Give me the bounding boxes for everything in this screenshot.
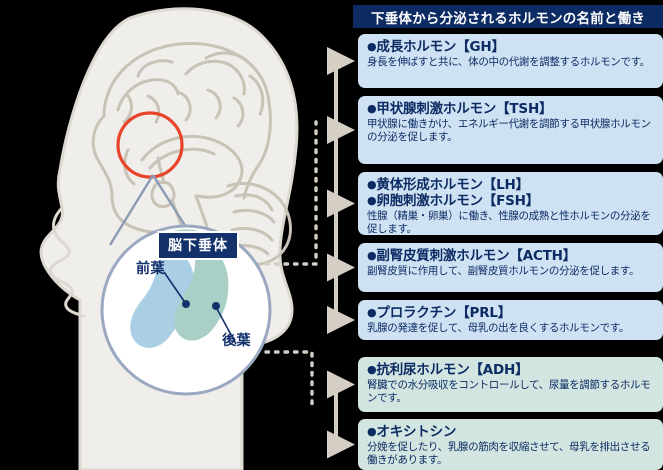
anterior-lobe-label: 前葉 [136,261,165,277]
bullet-icon: ● [367,306,377,319]
card-lh-fsh-title: ●黄体形成ホルモン【LH】 [367,177,529,193]
card-prolactin-description: 乳腺の発達を促して、母乳の出を良くするホルモンです。 [367,322,630,334]
panel-header: 下垂体から分泌されるホルモンの名前と働き [353,5,663,28]
bullet-icon: ● [367,425,377,438]
card-growth-hormone-title: ●成長ホルモン【GH】 [367,39,505,55]
card-prolactin-title: ●プロラクチン【PRL】 [367,305,512,321]
card-lh-fsh[interactable]: ●黄体形成ホルモン【LH】●卵胞刺激ホルモン【FSH】性腺（精巣・卵巣）に働き、… [358,172,663,235]
bullet-icon: ● [367,178,377,191]
pituitary-illustration: 脳下垂体 前葉 後葉 [39,7,299,470]
card-growth-hormone[interactable]: ●成長ホルモン【GH】身長を伸ばすと共に、体の中の代謝を調整するホルモンです。 [358,34,663,88]
card-tsh-title: ●甲状腺刺激ホルモン【TSH】 [367,101,553,117]
bullet-icon: ● [367,249,377,262]
card-oxytocin-description: 分娩を促したり、乳腺の筋肉を収縮させて、母乳を排出させる働きがあります。 [367,441,651,466]
card-acth-title: ●副腎皮質刺激ホルモン【ACTH】 [367,248,577,264]
posterior-lobe-shape [174,245,229,341]
bullet-icon: ● [367,40,377,53]
card-oxytocin-title: ●オキシトシン [367,424,457,440]
card-adh-description: 腎臓での水分吸収をコントロールして、尿量を調節するホルモンです。 [367,379,651,404]
bullet-icon: ● [367,363,377,376]
card-adh-title: ●抗利尿ホルモン【ADH】 [367,362,529,378]
bullet-icon: ● [367,102,377,115]
hormone-panel: 下垂体から分泌されるホルモンの名前と働き ●成長ホルモン【GH】身長を伸ばすと共… [345,0,663,470]
card-acth-description: 副腎皮質に作用して、副腎皮質ホルモンの分泌を促します。 [367,265,640,277]
magnifier-title-badge: 脳下垂体 [157,231,239,260]
card-oxytocin[interactable]: ●オキシトシン分娩を促したり、乳腺の筋肉を収縮させて、母乳を排出させる働きがあり… [358,419,663,470]
card-prolactin[interactable]: ●プロラクチン【PRL】乳腺の発達を促して、母乳の出を良くするホルモンです。 [358,300,663,340]
card-adh[interactable]: ●抗利尿ホルモン【ADH】腎臓での水分吸収をコントロールして、尿量を調節するホル… [358,357,663,412]
pituitary-highlight-circle [116,111,184,179]
posterior-lobe-label: 後葉 [222,333,251,349]
card-lh-fsh-title: ●卵胞刺激ホルモン【FSH】 [367,193,540,209]
card-growth-hormone-description: 身長を伸ばすと共に、体の中の代謝を調整するホルモンです。 [367,56,650,68]
card-lh-fsh-description: 性腺（精巣・卵巣）に働き、性腺の成熟と性ホルモンの分泌を促します。 [367,210,651,235]
bullet-icon: ● [367,194,377,207]
card-tsh[interactable]: ●甲状腺刺激ホルモン【TSH】甲状腺に働きかけ、エネルギー代謝を調節する甲状腺ホ… [358,96,663,164]
card-tsh-description: 甲状腺に働きかけ、エネルギー代謝を調節する甲状腺ホルモンの分泌を促します。 [367,118,651,143]
card-acth[interactable]: ●副腎皮質刺激ホルモン【ACTH】副腎皮質に作用して、副腎皮質ホルモンの分泌を促… [358,243,663,292]
